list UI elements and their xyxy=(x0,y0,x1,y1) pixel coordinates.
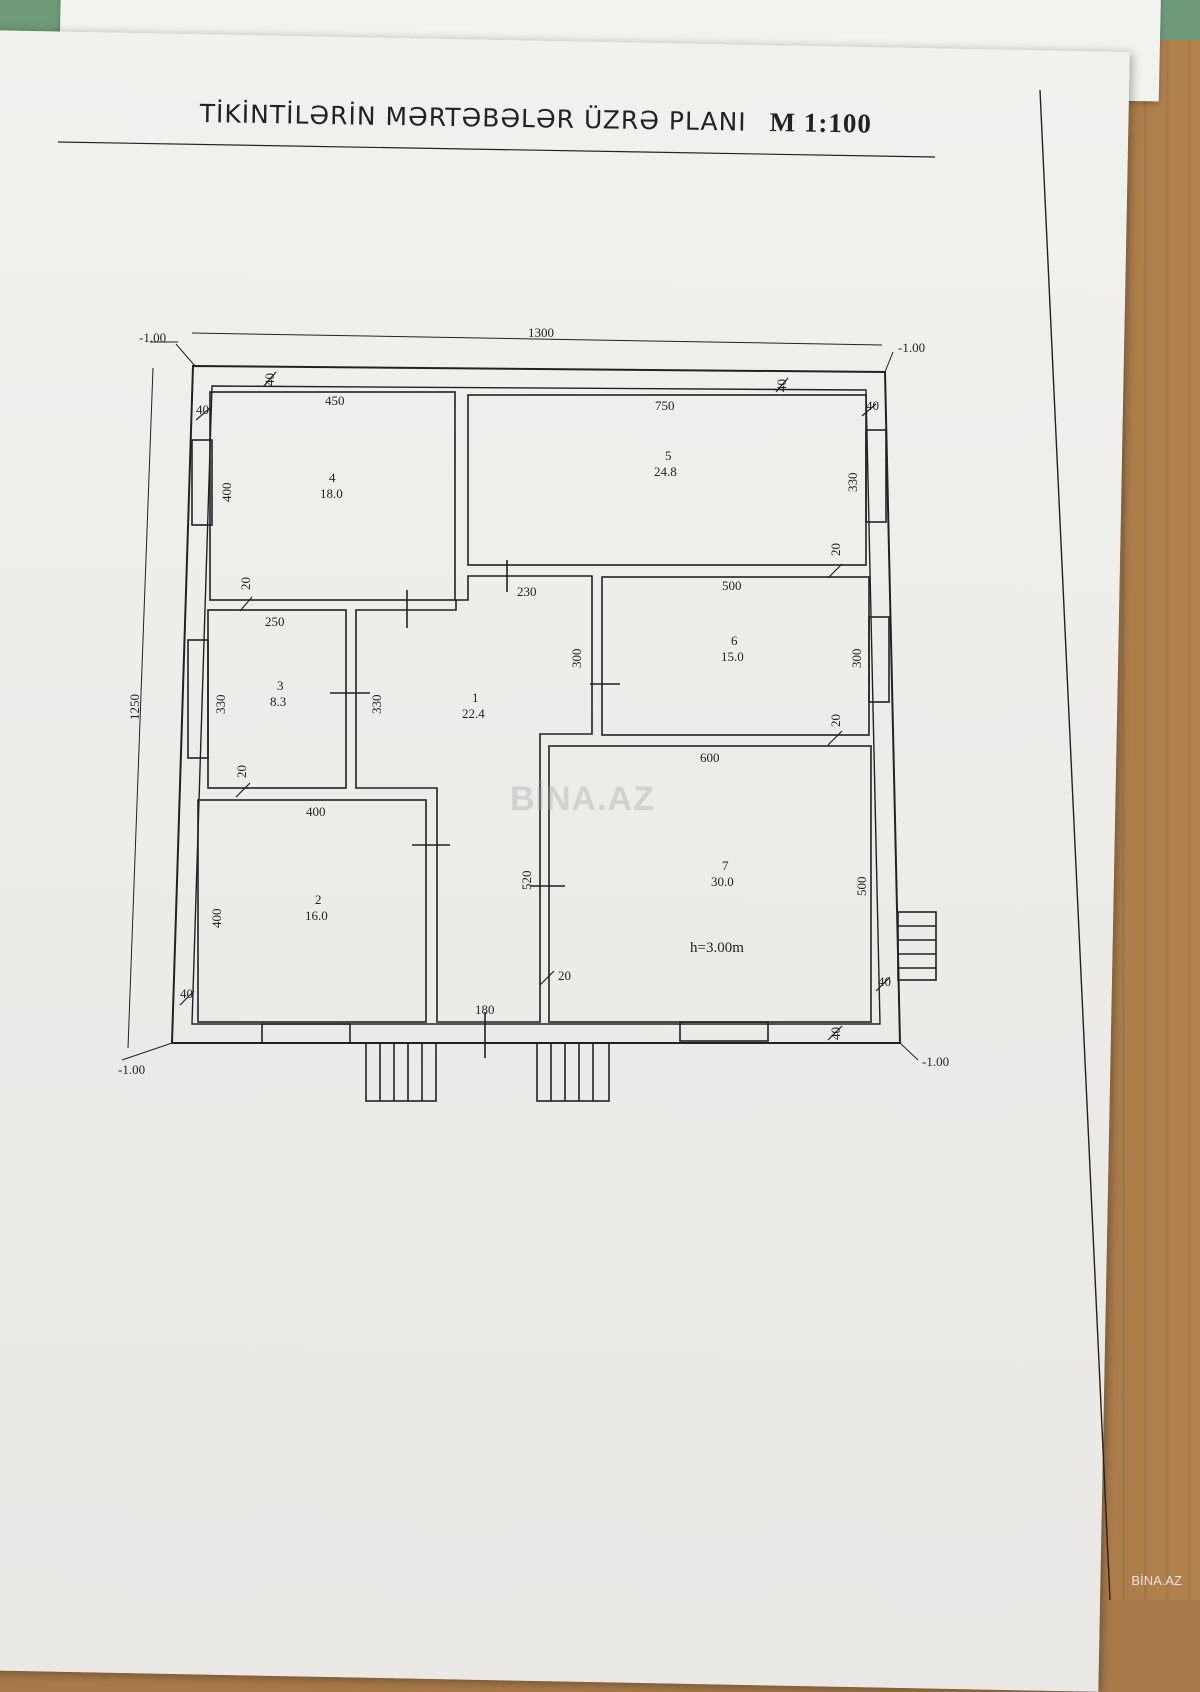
room-4-area: 18.0 xyxy=(320,486,343,501)
room-6-area: 15.0 xyxy=(721,649,744,664)
wall-thickness-label: 20 xyxy=(238,577,253,590)
level-mark-top-right: -1.00 xyxy=(898,340,925,355)
wall-thickness-label: 20 xyxy=(234,765,249,778)
room-4-height: 400 xyxy=(219,483,234,503)
title-underline xyxy=(57,141,936,158)
window xyxy=(868,616,890,703)
floor-plan-drawing: -1.00 -1.00 -1.00 -1.00 1300 1250 40 40 … xyxy=(57,89,1111,1600)
room-5-width: 750 xyxy=(655,398,675,413)
overall-height-label: 1250 xyxy=(127,694,142,720)
level-mark-bottom-right: -1.00 xyxy=(922,1054,949,1069)
overall-width-label: 1300 xyxy=(528,325,554,340)
window xyxy=(261,1023,351,1044)
overall-width-dimension-line xyxy=(191,332,883,346)
wall-thickness-label: 20 xyxy=(828,543,843,556)
room-2-number: 2 xyxy=(315,892,322,907)
corner-watermark: BİNA.AZ xyxy=(1131,1573,1182,1588)
wall-thickness-label: 40 xyxy=(828,1027,843,1040)
room-1-width-b: 180 xyxy=(475,1002,495,1017)
room-5-area: 24.8 xyxy=(654,464,677,479)
room-1-height-a: 330 xyxy=(369,695,384,715)
room-3-height: 330 xyxy=(213,695,228,715)
wall-thickness-label: 40 xyxy=(180,986,193,1001)
room-1-height-c: 520 xyxy=(519,871,534,891)
wall-thickness-label: 20 xyxy=(558,968,571,983)
room-1-outline xyxy=(355,575,593,1023)
room-3-width: 250 xyxy=(265,614,285,629)
room-4-number: 4 xyxy=(329,470,336,485)
room-4-outline xyxy=(209,391,456,601)
room-2-height: 400 xyxy=(209,909,224,929)
room-7-area: 30.0 xyxy=(711,874,734,889)
level-mark-bottom-left: -1.00 xyxy=(118,1062,145,1077)
room-3-number: 3 xyxy=(277,678,284,693)
room-2-outline xyxy=(197,799,427,1023)
entrance-steps-middle xyxy=(536,1042,610,1102)
wall-thickness-label: 40 xyxy=(866,398,879,413)
room-4-width: 450 xyxy=(325,393,345,408)
room-6-number: 6 xyxy=(731,633,738,648)
window xyxy=(679,1021,769,1042)
room-1-area: 22.4 xyxy=(462,706,485,721)
room-1-width: 230 xyxy=(517,584,537,599)
wall-thickness-label: 20 xyxy=(828,714,843,727)
window xyxy=(191,439,213,526)
room-5-number: 5 xyxy=(665,448,672,463)
wall-thickness-label: 40 xyxy=(878,974,891,989)
overall-height-dimension-line xyxy=(127,367,154,1049)
ceiling-height-label: h=3.00m xyxy=(690,940,744,956)
window xyxy=(187,639,209,759)
room-6-height: 300 xyxy=(849,649,864,669)
room-5-height: 330 xyxy=(845,473,860,493)
room-1-height-b: 300 xyxy=(569,649,584,669)
wall-thickness-label: 40 xyxy=(196,402,209,417)
room-2-area: 16.0 xyxy=(305,908,328,923)
room-7-width: 600 xyxy=(700,750,720,765)
room-6-width: 500 xyxy=(722,578,742,593)
room-5-outline xyxy=(467,394,867,566)
outer-wall-inner-outline xyxy=(191,385,881,1025)
sheet-frame-line xyxy=(1039,89,1111,1600)
wall-thickness-label: 40 xyxy=(774,379,789,392)
level-mark-top-left: -1.00 xyxy=(139,330,166,345)
window xyxy=(865,429,887,523)
watermark: BİNA.AZ xyxy=(510,780,655,818)
wall-thickness-label: 40 xyxy=(262,373,277,386)
room-2-width: 400 xyxy=(306,804,326,819)
room-1-number: 1 xyxy=(472,690,479,705)
side-steps-right xyxy=(897,911,937,981)
room-7-number: 7 xyxy=(722,858,729,873)
room-3-area: 8.3 xyxy=(270,694,286,709)
entrance-steps-left xyxy=(365,1042,437,1102)
room-7-height: 500 xyxy=(854,877,869,897)
